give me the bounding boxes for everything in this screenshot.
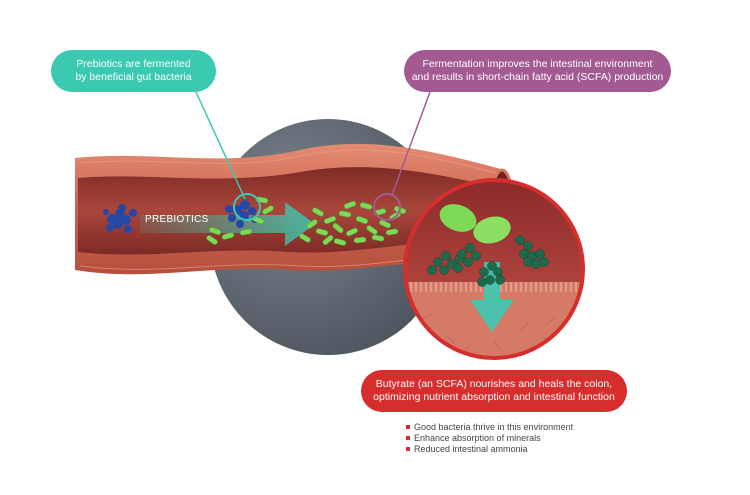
- bacteria-icon: [439, 204, 477, 232]
- callout-butyrate: Butyrate (an SCFA) nourishes and heals t…: [361, 370, 627, 412]
- benefits-list: Good bacteria thrive in this environment…: [406, 422, 573, 455]
- bullet-icon: [406, 447, 410, 451]
- bacteria-icon: [385, 228, 399, 236]
- bullet-icon: [406, 436, 410, 440]
- bacteria-icon: [239, 228, 253, 236]
- zoom-circle: [403, 178, 585, 360]
- bacteria-icon: [371, 234, 385, 242]
- list-item: Good bacteria thrive in this environment: [406, 422, 573, 433]
- bacteria-icon: [338, 210, 352, 218]
- magnifier-ring: [233, 193, 261, 221]
- bacteria-icon: [312, 207, 324, 217]
- flow-arrow-icon: [140, 202, 315, 246]
- bacteria-icon: [373, 208, 387, 216]
- bacteria-icon: [206, 235, 218, 245]
- list-item-text: Reduced intestinal ammonia: [414, 444, 528, 454]
- callout-text: optimizing nutrient absorption and intes…: [373, 391, 615, 403]
- list-item: Enhance absorption of minerals: [406, 433, 573, 444]
- bacteria-icon: [353, 236, 367, 244]
- bacteria-icon: [262, 205, 274, 215]
- prebiotics-arrow-label: PREBIOTICS: [145, 214, 209, 225]
- bacteria-icon: [343, 201, 357, 209]
- list-item: Reduced intestinal ammonia: [406, 444, 573, 455]
- callout-text: Butyrate (an SCFA) nourishes and heals t…: [375, 378, 613, 390]
- list-item-text: Enhance absorption of minerals: [414, 433, 541, 443]
- bacteria-icon: [208, 227, 222, 235]
- prebiotic-cluster-icon: [103, 204, 137, 233]
- bacteria-icon: [366, 225, 378, 235]
- bacteria-icon: [299, 233, 311, 243]
- bacteria-icon: [306, 219, 318, 229]
- bacteria-icon: [332, 222, 344, 234]
- magnifier-ring: [373, 193, 401, 221]
- bacteria-icon: [323, 216, 337, 224]
- callout-text: by beneficial gut bacteria: [75, 71, 192, 83]
- callout-fermentation: Fermentation improves the intestinal env…: [404, 50, 671, 92]
- leader-line-prebiotics: [195, 91, 246, 200]
- bacteria-icon: [379, 219, 391, 229]
- bacteria-icon: [315, 228, 329, 236]
- callout-text: and results in short-chain fatty acid (S…: [411, 71, 664, 83]
- bacteria-icon: [473, 216, 511, 244]
- bacteria-icon: [322, 234, 334, 246]
- absorption-arrow-icon: [470, 262, 514, 332]
- list-item-text: Good bacteria thrive in this environment: [414, 422, 574, 432]
- bacteria-icon: [355, 216, 369, 224]
- callout-text: Fermentation improves the intestinal env…: [422, 58, 653, 70]
- bacteria-icon: [333, 238, 347, 246]
- bacteria-icon: [221, 232, 235, 240]
- bacteria-icon: [346, 227, 358, 237]
- leader-line-fermentation: [391, 91, 431, 196]
- bullet-icon: [406, 425, 410, 429]
- bacteria-icon: [359, 202, 373, 210]
- scfa-molecule-icon: [427, 235, 549, 287]
- callout-prebiotics: Prebiotics are fermented by beneficial g…: [51, 50, 216, 92]
- callout-text: Prebiotics are fermented: [76, 58, 191, 70]
